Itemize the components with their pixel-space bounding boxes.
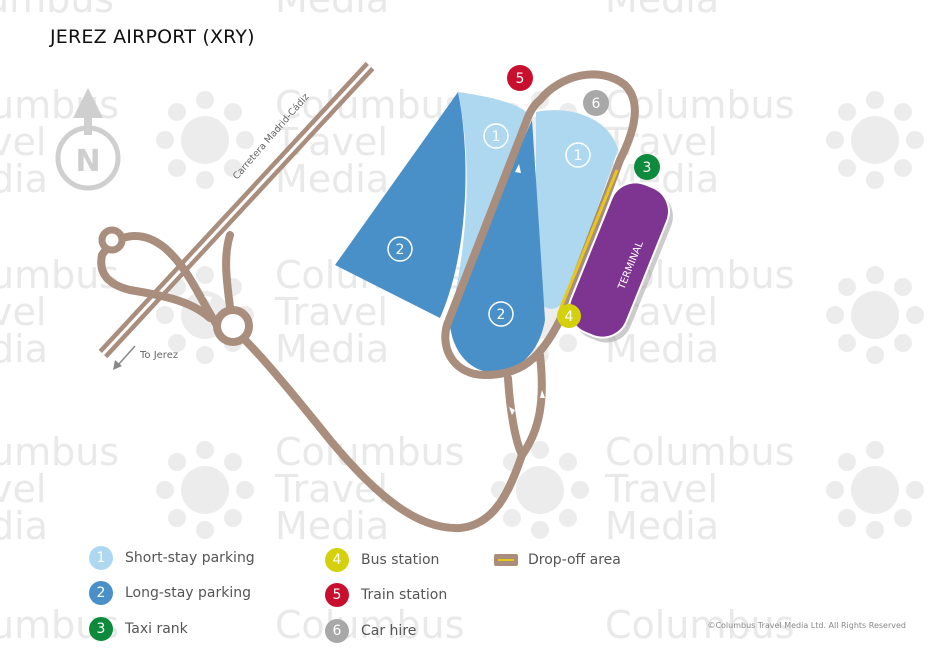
marker-short-stay-2[interactable]: 1 bbox=[565, 142, 591, 168]
svg-text:Media: Media bbox=[275, 504, 389, 548]
svg-text:Columbus: Columbus bbox=[275, 430, 464, 474]
svg-text:umbus: umbus bbox=[0, 430, 119, 474]
legend-item-short-stay: 1 Short-stay parking bbox=[89, 545, 255, 571]
svg-text:4: 4 bbox=[565, 309, 574, 325]
legend-item-long-stay: 2 Long-stay parking bbox=[89, 580, 251, 606]
short-stay-parking-area-east bbox=[536, 110, 618, 309]
svg-text:Travel: Travel bbox=[274, 467, 388, 511]
legend-item-bus: 4 Bus station bbox=[325, 547, 439, 573]
svg-text:5: 5 bbox=[516, 71, 525, 87]
legend-label: Long-stay parking bbox=[125, 585, 252, 601]
legend-label: Car hire bbox=[361, 623, 417, 639]
legend-item-train: 5 Train station bbox=[325, 582, 447, 608]
svg-text:vel: vel bbox=[0, 467, 46, 511]
legend-item-taxi: 3 Taxi rank bbox=[89, 616, 188, 642]
to-jerez-arrow-icon bbox=[113, 345, 136, 370]
svg-text:Travel: Travel bbox=[274, 290, 388, 334]
legend-label: Bus station bbox=[361, 552, 440, 568]
legend-label: Short-stay parking bbox=[125, 550, 255, 566]
legend-label: Drop-off area bbox=[528, 552, 621, 568]
legend-badge: 4 bbox=[325, 548, 349, 572]
marker-long-stay-1[interactable]: 2 bbox=[387, 236, 413, 262]
legend-label: Taxi rank bbox=[125, 621, 188, 637]
svg-text:Media: Media bbox=[275, 157, 389, 201]
svg-text:Columbus: Columbus bbox=[605, 603, 794, 647]
svg-text:Media: Media bbox=[275, 0, 389, 21]
road-arrows bbox=[204, 164, 545, 415]
map-title: JEREZ AIRPORT (XRY) bbox=[50, 26, 255, 48]
north-compass-icon: N bbox=[55, 88, 121, 191]
long-stay-parking-area-south bbox=[449, 120, 545, 373]
terminal-building bbox=[568, 181, 673, 343]
svg-text:1: 1 bbox=[492, 129, 501, 145]
drop-off-swatch-icon bbox=[494, 554, 518, 566]
roundabout-small bbox=[98, 226, 126, 254]
legend-label: Train station bbox=[361, 587, 448, 603]
svg-text:dia: dia bbox=[0, 157, 48, 201]
marker-train-station[interactable]: 5 bbox=[507, 65, 533, 91]
svg-text:dia: dia bbox=[0, 504, 48, 548]
svg-text:Columbus: Columbus bbox=[275, 603, 464, 647]
marker-short-stay-1[interactable]: 1 bbox=[483, 123, 509, 149]
legend-badge: 2 bbox=[89, 581, 113, 605]
svg-text:Travel: Travel bbox=[604, 467, 718, 511]
legend-badge: 1 bbox=[89, 546, 113, 570]
marker-bus-station[interactable]: 4 bbox=[557, 304, 581, 328]
marker-car-hire[interactable]: 6 bbox=[583, 90, 609, 116]
svg-text:2: 2 bbox=[497, 307, 506, 323]
svg-text:umbus: umbus bbox=[0, 0, 114, 21]
drop-off-line bbox=[558, 169, 619, 311]
svg-text:vel: vel bbox=[0, 290, 46, 334]
highway bbox=[98, 61, 375, 359]
long-stay-parking-area-west bbox=[335, 92, 466, 318]
svg-text:Columbus: Columbus bbox=[605, 430, 794, 474]
svg-text:2: 2 bbox=[396, 242, 405, 258]
svg-text:Columbus: Columbus bbox=[275, 83, 464, 127]
svg-text:Media: Media bbox=[605, 0, 719, 21]
access-roads bbox=[97, 70, 639, 533]
legend-item-car-hire: 6 Car hire bbox=[325, 618, 416, 644]
legend-badge: 3 bbox=[89, 617, 113, 641]
svg-text:3: 3 bbox=[643, 160, 652, 176]
marker-taxi-rank[interactable]: 3 bbox=[634, 154, 660, 180]
svg-text:Media: Media bbox=[275, 327, 389, 371]
legend-badge: 5 bbox=[325, 583, 349, 607]
svg-text:1: 1 bbox=[574, 148, 583, 164]
legend-badge: 6 bbox=[325, 619, 349, 643]
svg-text:6: 6 bbox=[592, 96, 601, 112]
legend-item-drop-off: Drop-off area bbox=[494, 547, 621, 573]
svg-text:Media: Media bbox=[605, 504, 719, 548]
marker-long-stay-2[interactable]: 2 bbox=[488, 301, 514, 327]
svg-text:dia: dia bbox=[0, 327, 48, 371]
svg-text:umbus: umbus bbox=[0, 83, 119, 127]
roundabout-main bbox=[213, 306, 253, 346]
copyright-notice: ©Columbus Travel Media Ltd. All Rights R… bbox=[707, 621, 906, 630]
compass-letter: N bbox=[75, 144, 100, 179]
svg-text:vel: vel bbox=[0, 120, 46, 164]
direction-label: To Jerez bbox=[139, 350, 178, 361]
